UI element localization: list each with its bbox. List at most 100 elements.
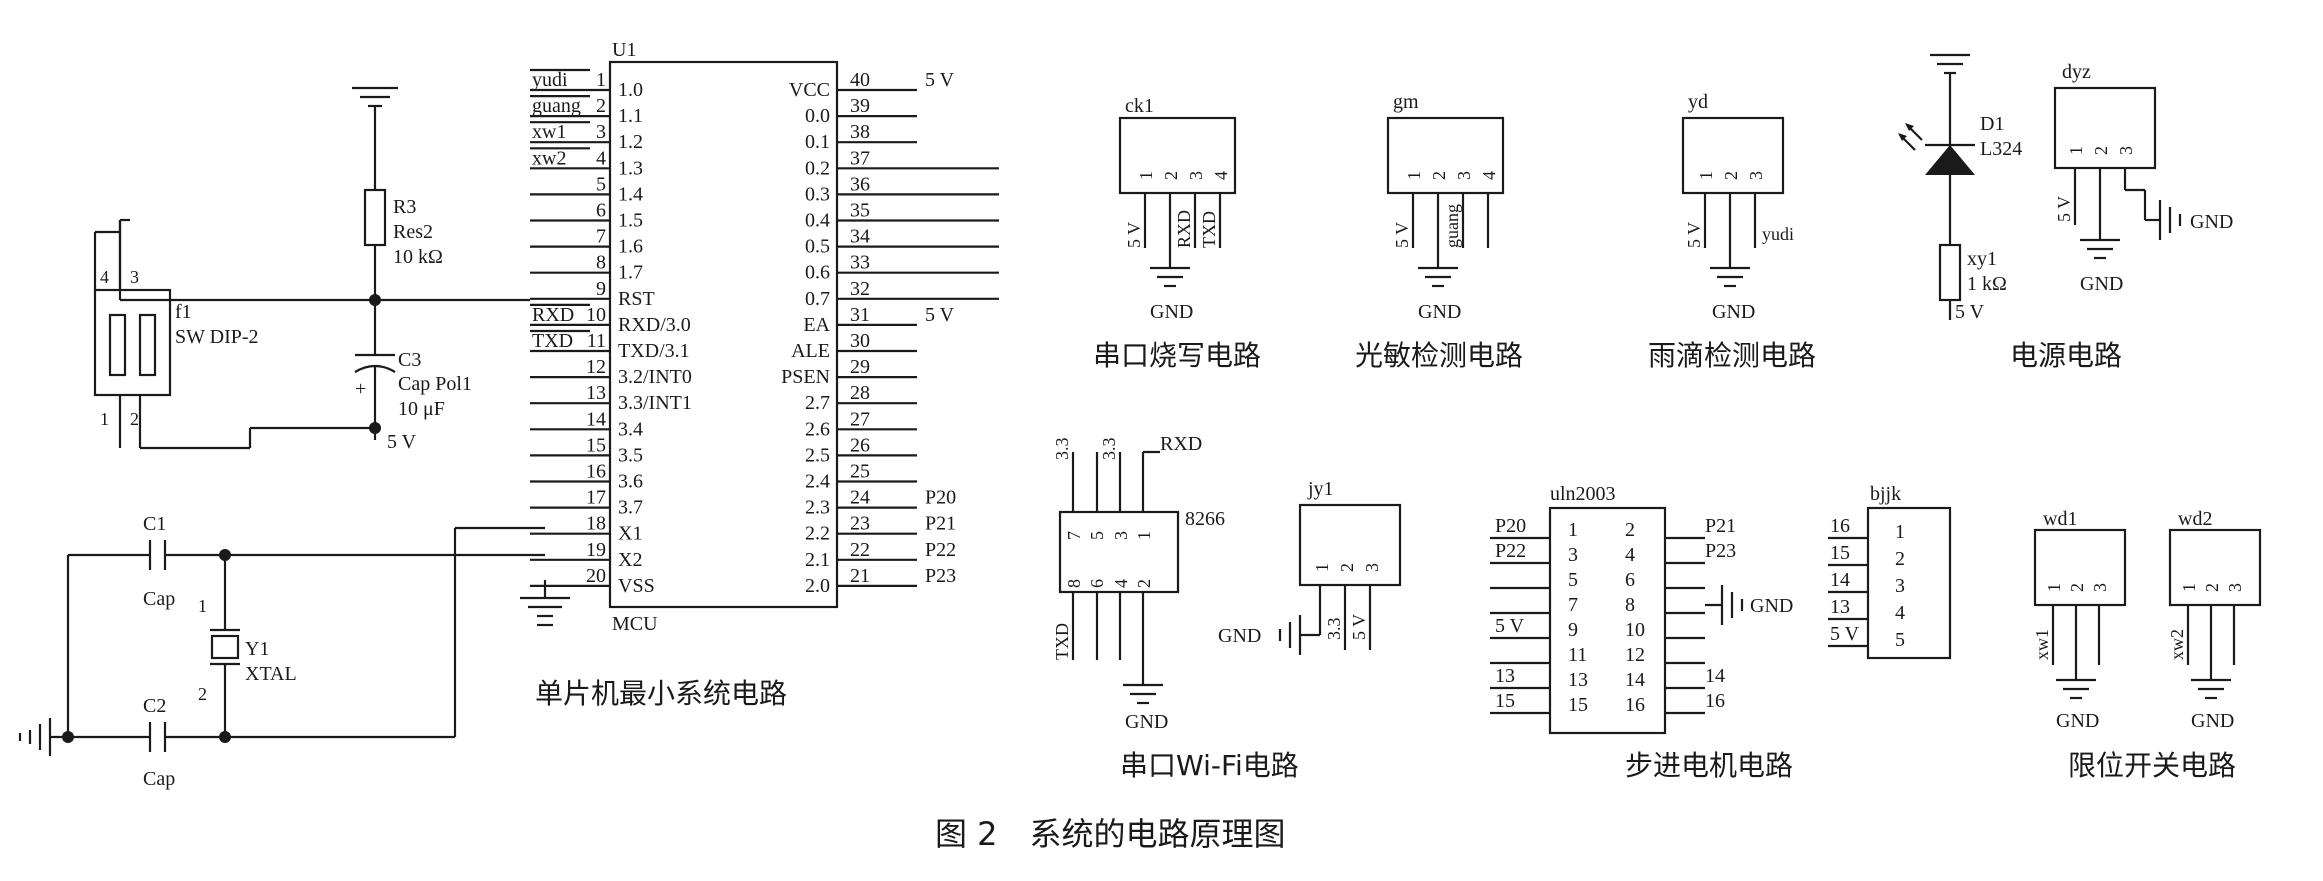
bjjk-ref: bjjk <box>1870 483 1901 505</box>
svg-text:1: 1 <box>2044 583 2064 592</box>
mcu-pin-label: 2.1 <box>805 549 830 571</box>
mcu-pin-label: RST <box>618 288 655 310</box>
mcu-ref: U1 <box>612 39 636 61</box>
sw-pin3: 3 <box>130 267 139 287</box>
wd1-ref: wd1 <box>2043 508 2077 530</box>
mcu-pin-num: 36 <box>850 173 870 195</box>
mcu-pin-label: 3.7 <box>618 497 643 519</box>
ck1-net-txd: TXD <box>1199 211 1219 248</box>
wifi-net-33b: 3.3 <box>1099 438 1119 461</box>
mcu-pin-num: 26 <box>850 434 870 456</box>
uln-pin-net: 13 <box>1495 665 1515 687</box>
uln-pin-num: 8 <box>1625 594 1635 616</box>
mcu-pin-net: P22 <box>925 539 956 561</box>
mcu-pin-num: 22 <box>850 539 870 561</box>
ck1-ref: ck1 <box>1125 95 1154 117</box>
mcu-pin-label: 0.6 <box>805 262 830 284</box>
d1-ref: D1 <box>1980 113 2004 135</box>
c2-type: Cap <box>143 768 175 790</box>
uln-pin-num: 2 <box>1625 519 1635 541</box>
mcu-pin-num: 19 <box>586 539 606 561</box>
mcu-pin-num: 30 <box>850 330 870 352</box>
uln-pin-net: 14 <box>1705 665 1725 687</box>
uln-pin-num: 1 <box>1568 519 1578 541</box>
mcu-pin-label: ALE <box>791 340 830 362</box>
mcu-pin-num: 6 <box>596 200 606 222</box>
mcu-pin-num: 17 <box>586 487 606 509</box>
uln-ref: uln2003 <box>1550 483 1616 505</box>
mcu-pin-num: 27 <box>850 408 870 430</box>
uln-pin-net: P21 <box>1705 515 1736 537</box>
mcu-pin-num: 33 <box>850 252 870 274</box>
svg-text:1: 1 <box>1136 171 1156 180</box>
svg-text:3: 3 <box>1186 171 1206 180</box>
svg-text:8: 8 <box>1064 579 1084 588</box>
mcu-pin-label: 3.3/INT1 <box>618 392 692 414</box>
uln-pin-num: 13 <box>1568 669 1588 691</box>
ck1-net-rxd: RXD <box>1174 210 1194 248</box>
uln-pin-num: 4 <box>1625 544 1635 566</box>
svg-text:1: 1 <box>1404 171 1424 180</box>
wd2-ref: wd2 <box>2178 508 2212 530</box>
mcu-pin-label: 2.4 <box>805 471 830 493</box>
gm-net-5v: 5 V <box>1392 222 1412 248</box>
sw-pin1: 1 <box>100 409 109 429</box>
limit-gnd2: GND <box>2191 710 2234 732</box>
gm-ref: gm <box>1393 91 1419 113</box>
sw-ref: f1 <box>175 301 192 323</box>
svg-text:2: 2 <box>2202 583 2222 592</box>
mcu-pin-label: 1.5 <box>618 210 643 232</box>
mcu-pin-label: 1.4 <box>618 183 643 205</box>
wd1-connector <box>2033 528 2127 607</box>
yd-ref: yd <box>1688 91 1708 113</box>
yd-caption: 雨滴检测电路 <box>1648 339 1816 372</box>
r3-ref: R3 <box>393 196 416 218</box>
svg-text:1: 1 <box>1696 171 1716 180</box>
svg-text:1: 1 <box>1312 563 1332 572</box>
mcu-pin-num: 40 <box>850 69 870 91</box>
mcu-pin-num: 11 <box>587 330 606 352</box>
gm-circuit: gm 1 2 3 4 5 V guang GND 光敏检测电路 <box>1355 91 1523 372</box>
mcu-pin-label: 0.1 <box>805 131 830 153</box>
mcu-pin-net: P23 <box>925 565 956 587</box>
mcu-pin-label: 2.5 <box>805 444 830 466</box>
mcu-pin-num: 28 <box>850 382 870 404</box>
mcu-pin-net: xw1 <box>532 121 566 143</box>
mcu-pin-num: 34 <box>850 226 870 248</box>
mcu-pin-label: 0.5 <box>805 236 830 258</box>
mcu-pin-label: 2.0 <box>805 575 830 597</box>
power-gnd2: GND <box>2190 211 2233 233</box>
yd-gnd: GND <box>1712 301 1755 323</box>
c3-type: Cap Pol1 <box>398 373 472 395</box>
sw-type: SW DIP-2 <box>175 326 259 348</box>
r3-type: Res2 <box>393 221 433 243</box>
mcu-pin-num: 15 <box>586 434 606 456</box>
power-gnd1: GND <box>2080 273 2123 295</box>
uln-gnd: GND <box>1750 595 1793 617</box>
mcu-pin-label: 3.2/INT0 <box>618 366 692 388</box>
wifi-ref: 8266 <box>1185 508 1225 530</box>
power-vcc: 5 V <box>1955 301 1985 323</box>
d1-type: L324 <box>1980 138 2022 160</box>
limit-circuit: wd1 1 2 3 xw1 GND wd2 1 2 3 xw2 GND 限位开关… <box>2032 508 2262 782</box>
mcu-pin-num: 18 <box>586 513 606 535</box>
mcu-pin-net: guang <box>532 95 581 117</box>
yd-net-5v: 5 V <box>1684 222 1704 248</box>
svg-text:7: 7 <box>1064 531 1084 540</box>
gm-gnd: GND <box>1418 301 1461 323</box>
dyz-net-5v: 5 V <box>2054 196 2074 222</box>
mcu-pin-num: 29 <box>850 356 870 378</box>
uln-pin-net: P20 <box>1495 515 1526 537</box>
limit-caption: 限位开关电路 <box>2068 749 2236 782</box>
uln-pin-net: 16 <box>1705 690 1725 712</box>
mcu-pin-num: 13 <box>586 382 606 404</box>
mcu-pin-label: 0.0 <box>805 105 830 127</box>
yd-net-yudi: yudi <box>1762 224 1794 244</box>
uln-pin-num: 16 <box>1625 694 1645 716</box>
mcu-body <box>608 60 839 609</box>
c1-ref: C1 <box>143 513 166 535</box>
wd2-connector <box>2168 528 2262 607</box>
mcu-pin-label: 0.4 <box>805 210 830 232</box>
